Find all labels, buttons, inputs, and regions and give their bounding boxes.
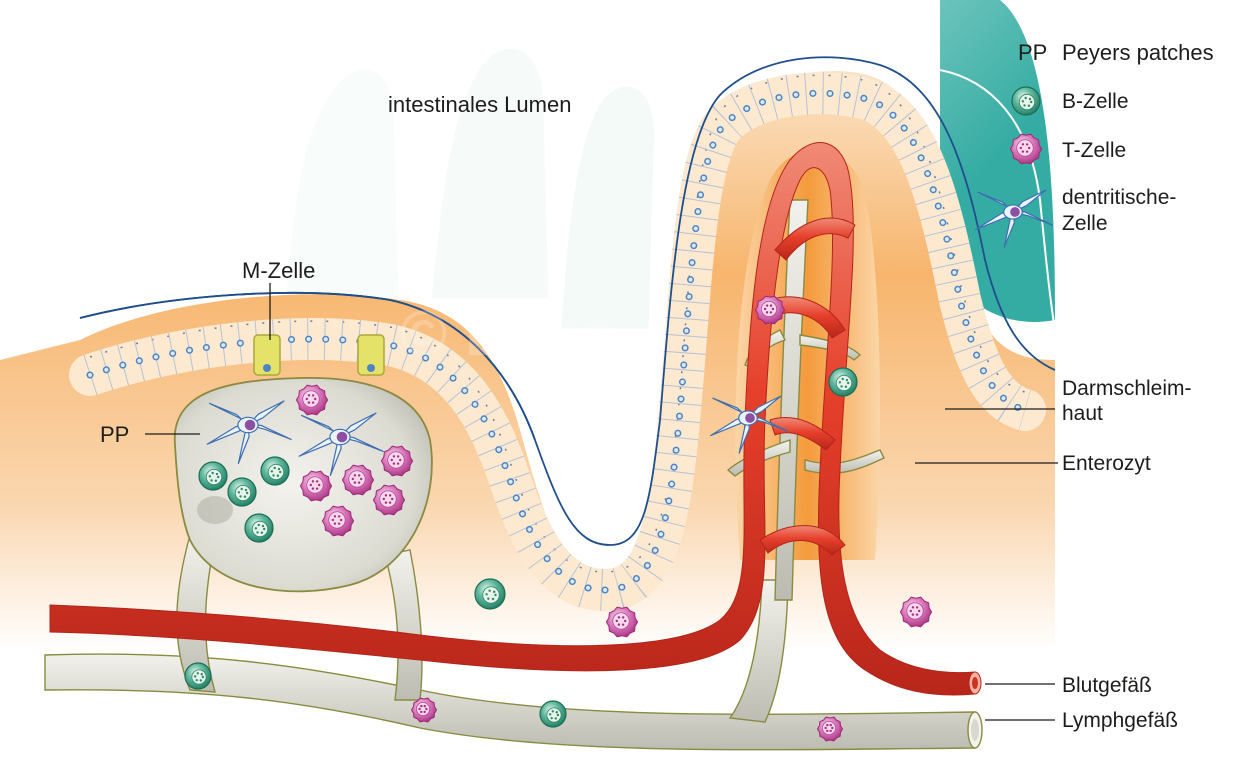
legend-dendritic-label-line1: dentritische- (1062, 186, 1176, 209)
background-villi (283, 45, 658, 332)
label-enterozyt: Enterozyt (1062, 452, 1151, 475)
label-blutgefaess: Blutgefäß (1062, 674, 1152, 697)
label-lymphgefaess: Lymphgefäß (1062, 709, 1178, 732)
t-cell (410, 697, 438, 723)
label-darmschleimhaut-line2: haut (1062, 402, 1103, 425)
b-cell (474, 578, 506, 610)
legend-icons (975, 86, 1054, 248)
b-cell (539, 700, 567, 728)
intestinal-lumen-area (0, 0, 1055, 322)
dendritic-cell (298, 412, 384, 476)
t-cell (605, 606, 639, 638)
label-m-cell: M-Zelle (242, 258, 315, 283)
immune-cells (184, 295, 933, 742)
b-cell (260, 456, 290, 486)
t-cell (754, 295, 786, 325)
epithelium-layer (69, 72, 1046, 611)
t-cell (380, 445, 414, 477)
legend-t-cell-icon (1009, 133, 1043, 165)
b-cell (244, 513, 274, 543)
dendritic-cell (206, 400, 292, 464)
legend-dendritic-label-line2: Zelle (1062, 212, 1108, 235)
b-cell (184, 662, 212, 690)
legend-b-cell-label: B-Zelle (1062, 90, 1129, 113)
legend-b-cell-shape (1011, 86, 1041, 116)
legend-t-cell-label: T-Zelle (1062, 139, 1126, 162)
legend-pp-text: Peyers patches (1062, 40, 1214, 65)
t-cell (899, 596, 933, 628)
t-cell (816, 716, 844, 742)
t-cell (295, 384, 329, 416)
dendritic-cell (710, 395, 789, 454)
label-darmschleimhaut-line1: Darmschleim- (1062, 377, 1192, 400)
t-cell (372, 484, 406, 516)
t-cell (321, 505, 355, 537)
b-cell (227, 477, 257, 507)
m-cell-2 (357, 334, 385, 376)
label-pp: PP (100, 422, 129, 447)
t-cell (341, 464, 375, 496)
leader-lines (145, 283, 1058, 721)
legend-b-cell-icon (1011, 86, 1041, 116)
legend-t-cell-shape (1009, 133, 1043, 165)
legend-pp-abbr: PP (1018, 40, 1047, 65)
legend-dendritic-cell-icon (975, 189, 1054, 248)
legend-dendritic-cell-shape (975, 189, 1054, 248)
t-cell (299, 470, 333, 502)
label-intestinal-lumen: intestinales Lumen (388, 92, 571, 117)
b-cell (828, 367, 858, 397)
m-cell-1 (253, 334, 281, 376)
b-cell (198, 461, 228, 491)
watermark: © Ecke (400, 297, 614, 369)
